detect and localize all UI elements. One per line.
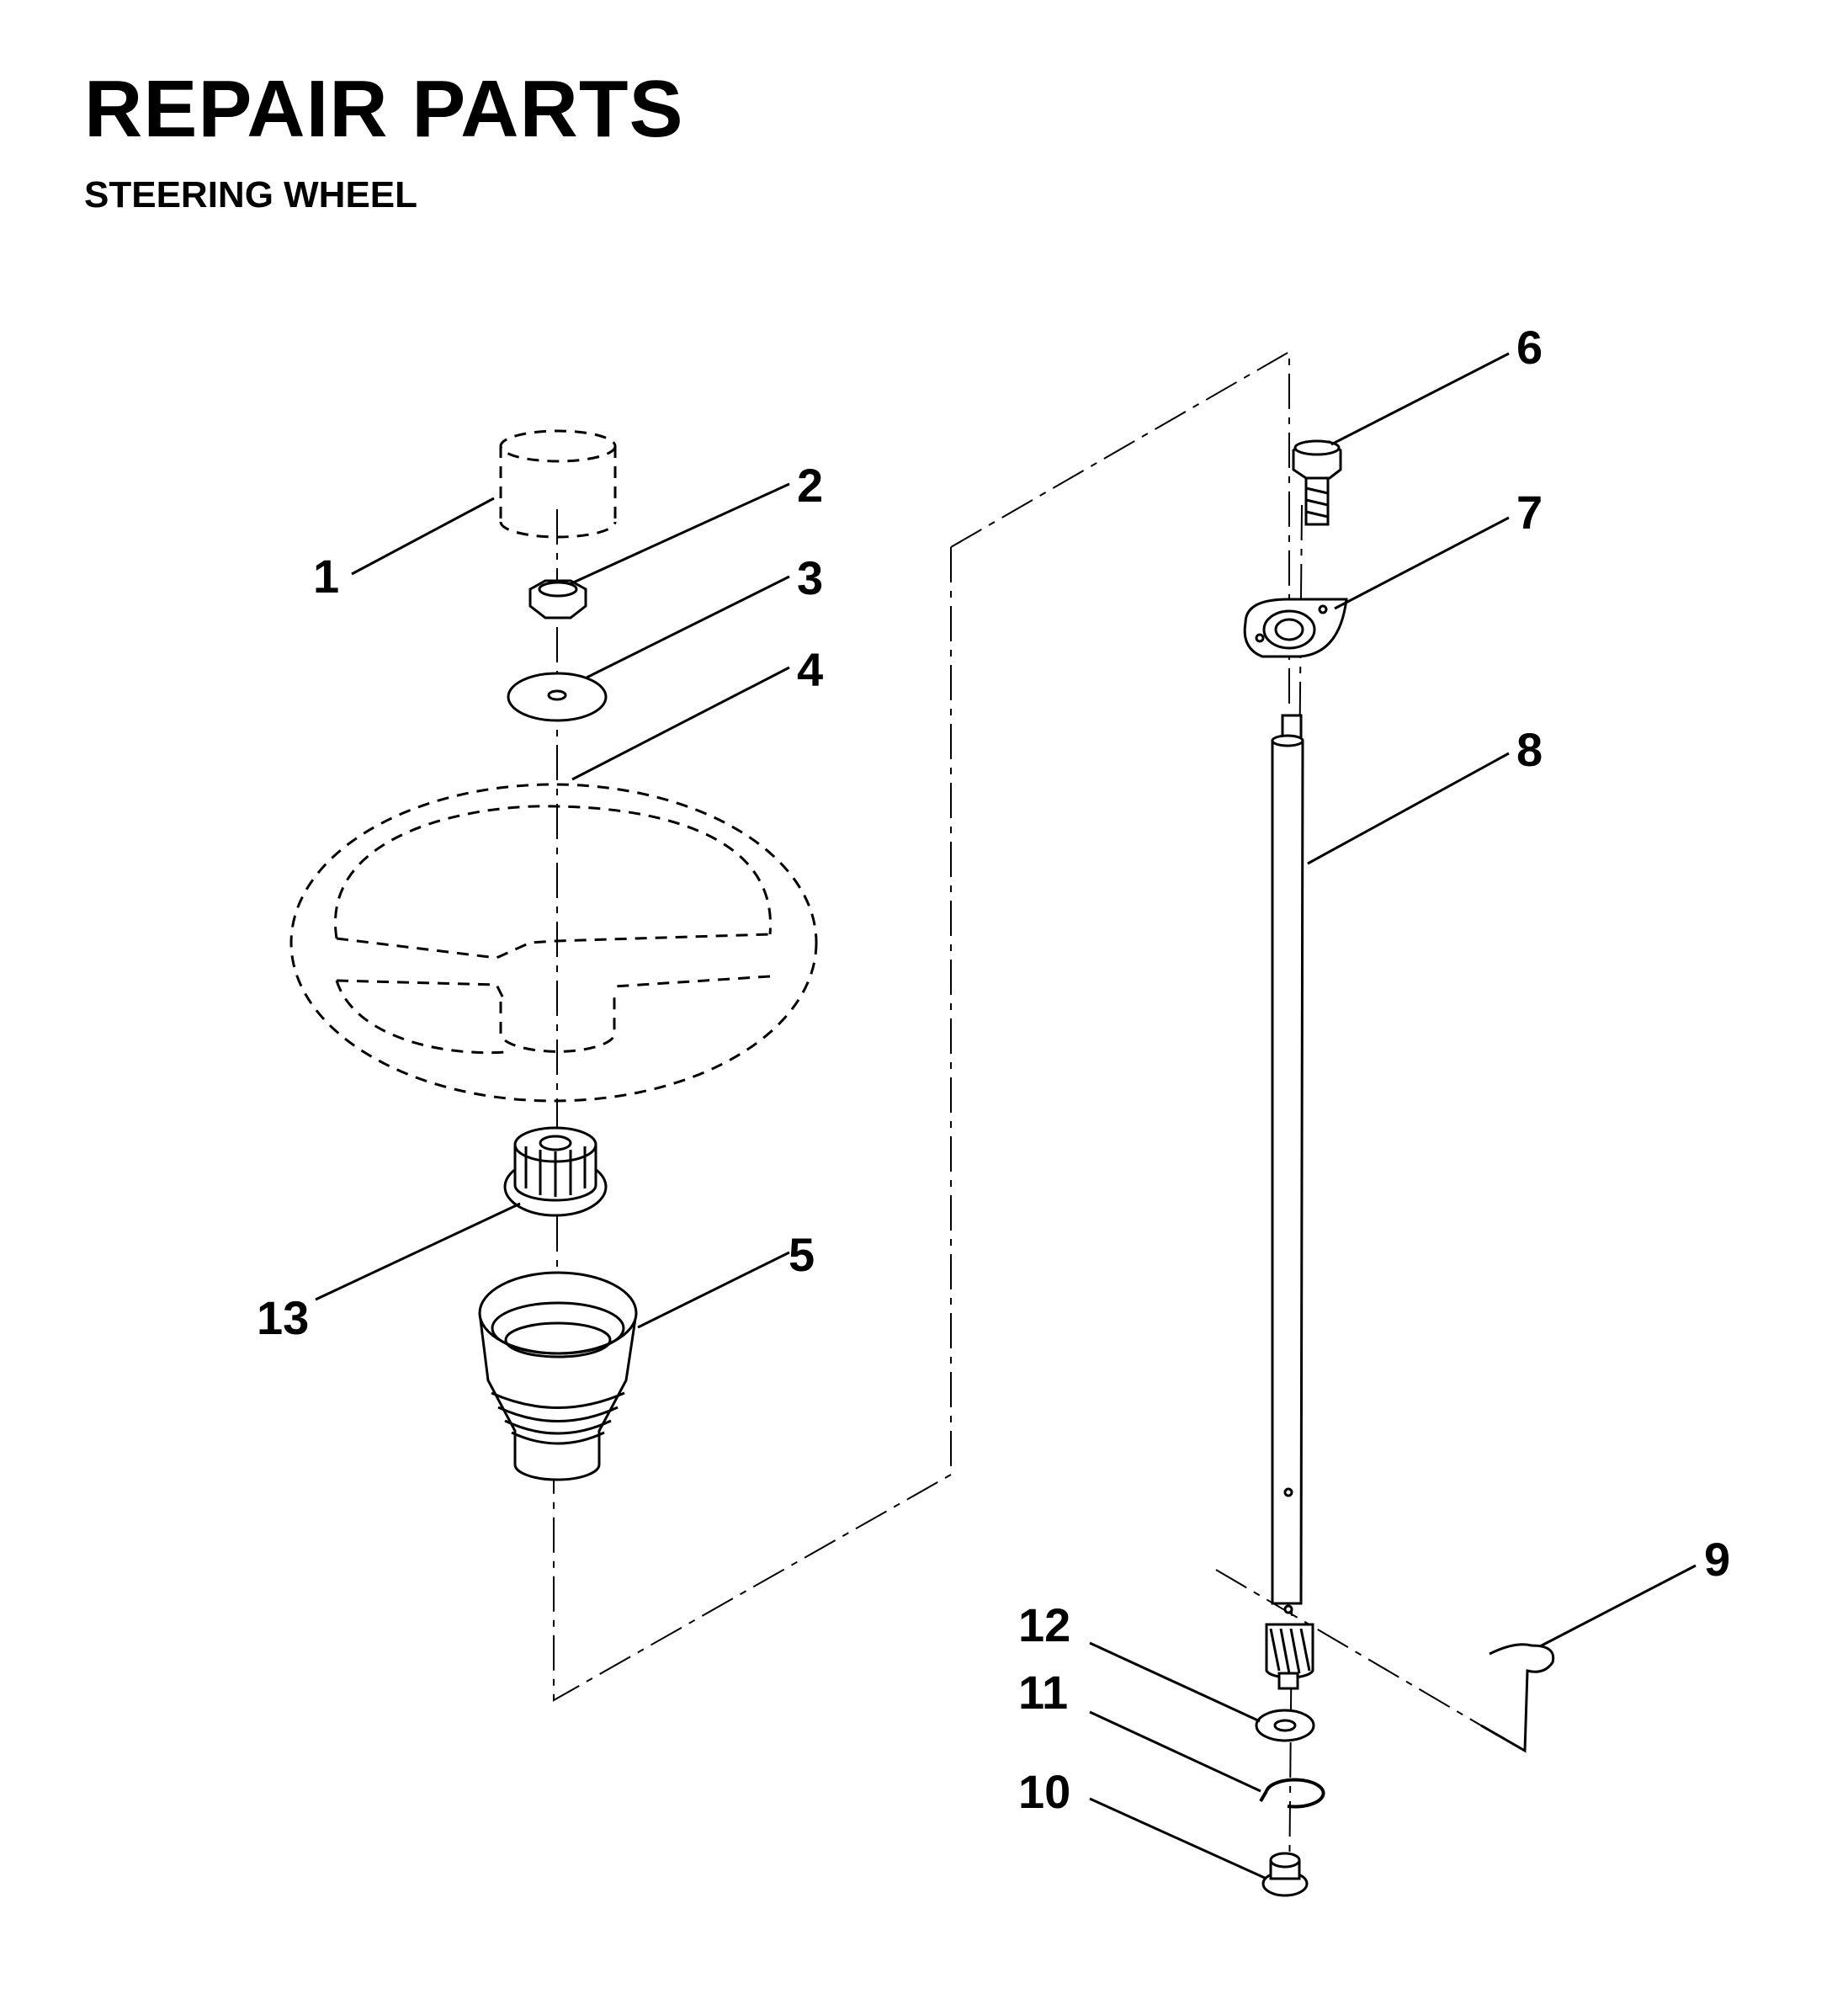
callout-6: 6 (1516, 321, 1543, 374)
page-title: REPAIR PARTS (84, 64, 684, 154)
callout-8: 8 (1516, 723, 1543, 776)
part-12-washer (1255, 1709, 1315, 1742)
part-7-flange-bearing (1243, 598, 1348, 658)
mounting-plane-outline (553, 350, 1290, 1702)
callout-4: 4 (797, 643, 823, 696)
callout-5: 5 (789, 1228, 815, 1281)
part-9-retaining-key (1480, 1643, 1555, 1753)
part-10-bushing (1261, 1852, 1309, 1897)
callout-11: 11 (1018, 1666, 1068, 1719)
part-6-bolt (1292, 439, 1342, 526)
part-1-wheel-cap (499, 429, 617, 539)
pinion-plane-line (1215, 1569, 1482, 1726)
callout-10: 10 (1018, 1765, 1070, 1818)
callout-7: 7 (1516, 486, 1543, 539)
part-8-steering-shaft (1265, 714, 1314, 1690)
part-13-spline-adapter (503, 1126, 608, 1217)
part-11-retaining-ring (1259, 1778, 1325, 1809)
callout-1: 1 (313, 550, 339, 603)
part-3-washer (507, 672, 608, 722)
page-subtitle: STEERING WHEEL (84, 174, 418, 215)
part-2-hex-nut (528, 579, 587, 619)
callout-2: 2 (797, 459, 823, 512)
callout-13: 13 (257, 1291, 309, 1344)
callout-3: 3 (797, 551, 823, 604)
callout-9: 9 (1704, 1533, 1730, 1586)
part-5-column-boot (478, 1271, 638, 1481)
leader-lines (315, 352, 1697, 1880)
part-4-steering-wheel (289, 783, 818, 1103)
callout-12: 12 (1018, 1598, 1070, 1651)
